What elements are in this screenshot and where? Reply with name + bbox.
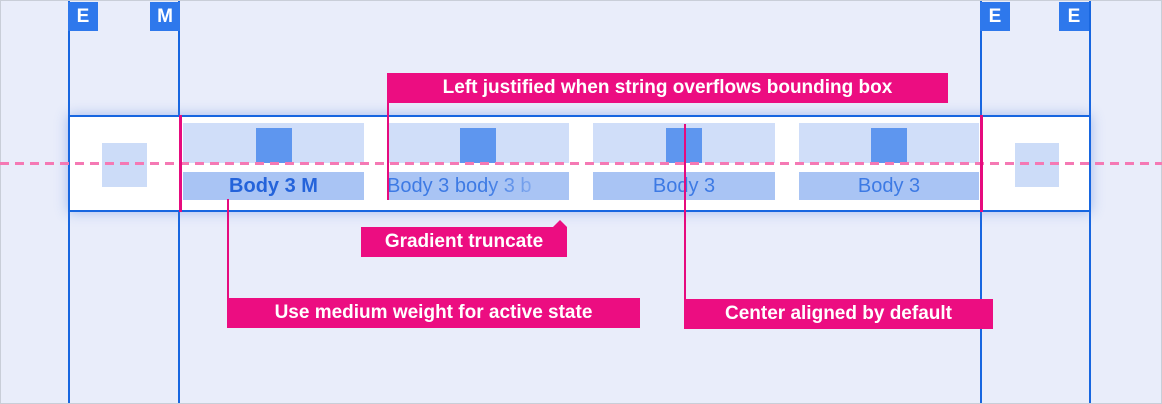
tab-label-area: Body 3 body 3 b (387, 172, 569, 200)
annotation-medium-weight: Use medium weight for active state (227, 298, 640, 328)
tab-icon-area (799, 123, 979, 163)
annotation-text: Center aligned by default (725, 303, 952, 324)
annotation-center-aligned: Center aligned by default (684, 299, 993, 329)
tab-item-active[interactable]: Body 3 M (183, 123, 364, 200)
annotation-text: Use medium weight for active state (274, 302, 593, 323)
tab-label: Body 3 M (229, 175, 318, 197)
marker-letter: E (988, 5, 1002, 27)
tab-label: Body 3 body 3 b (387, 175, 532, 197)
content-edge-marker-left (179, 115, 182, 212)
annotation-text: Gradient truncate (384, 231, 544, 252)
tab-icon-area (183, 123, 364, 163)
tab-label-area: Body 3 M (183, 172, 364, 200)
margin-marker-e-right-edge: E (1059, 2, 1089, 31)
tab-icon-area (387, 123, 569, 163)
margin-marker-m: M (150, 2, 180, 31)
marker-letter: M (157, 5, 173, 27)
leading-placeholder-square (102, 143, 147, 187)
tab-item-overflow[interactable]: Body 3 body 3 b (387, 123, 569, 200)
icon-placeholder (255, 128, 292, 163)
content-edge-marker-right (980, 115, 983, 212)
icon-placeholder (460, 128, 496, 163)
connector-medium-weight (227, 199, 229, 298)
tab-label: Body 3 (652, 175, 716, 197)
marker-letter: E (76, 5, 90, 27)
annotation-gradient-truncate: Gradient truncate (361, 220, 567, 257)
tab-label: Body 3 (857, 175, 921, 197)
tab-label-area: Body 3 (799, 172, 979, 200)
connector-center-aligned (684, 124, 686, 299)
icon-placeholder (871, 128, 907, 163)
annotation-left-justified: Left justified when string overflows bou… (387, 73, 948, 103)
annotation-text: Left justified when string overflows bou… (442, 77, 893, 98)
margin-marker-e-left: E (68, 2, 98, 31)
baseline-guide (0, 162, 1162, 165)
trailing-placeholder-square (1015, 143, 1059, 187)
caret-up-icon (553, 220, 567, 227)
tab-item-default[interactable]: Body 3 (799, 123, 979, 200)
margin-marker-e-right: E (980, 2, 1010, 31)
connector-left-justified (387, 103, 389, 200)
marker-letter: E (1067, 5, 1081, 27)
